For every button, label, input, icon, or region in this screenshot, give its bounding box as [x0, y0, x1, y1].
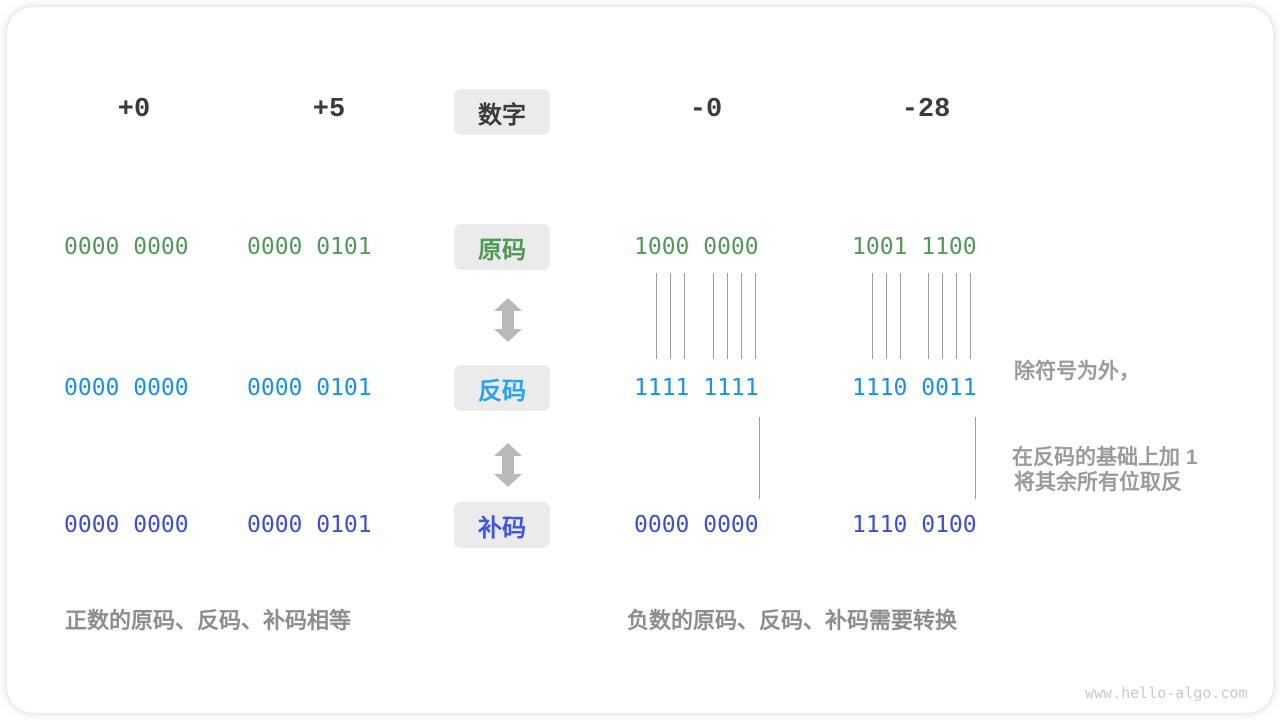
header-number-plus5: +5	[312, 95, 346, 125]
ones-complement-label: 反码	[478, 377, 526, 405]
up-down-arrow-icon	[494, 443, 522, 487]
ones-complement-label-box: 反码	[454, 365, 550, 411]
bit-connector-line	[755, 273, 756, 359]
bit-connector-line	[928, 273, 929, 359]
up-down-arrow-icon	[494, 298, 522, 342]
flip-annotation-line2: 将其余所有位取反	[1014, 471, 1182, 494]
header-number-minus28: -28	[901, 95, 951, 125]
sign-magnitude-value-plus0: 0000 0000	[64, 234, 189, 260]
add-one-connector-line-minus0	[759, 417, 760, 499]
ones-complement-value-minus28: 1110 0011	[852, 375, 977, 401]
header-digit-label-box: 数字	[454, 89, 550, 135]
add-one-annotation: 在反码的基础上加 1	[1012, 446, 1198, 469]
ones-complement-value-plus0: 0000 0000	[64, 375, 189, 401]
bit-connector-line	[741, 273, 742, 359]
twos-complement-value-minus28: 1110 0100	[852, 512, 977, 538]
header-digit-label: 数字	[478, 101, 526, 129]
bit-connector-line	[942, 273, 943, 359]
bit-connector-line	[670, 273, 671, 359]
ones-complement-value-minus0: 1111 1111	[634, 375, 759, 401]
twos-complement-value-plus0: 0000 0000	[64, 512, 189, 538]
negative-numbers-caption: 负数的原码、反码、补码需要转换	[627, 608, 958, 633]
add-one-connector-line-minus28	[975, 417, 976, 499]
flip-annotation-line1: 除符号为外，	[1014, 360, 1140, 383]
bit-connector-line	[956, 273, 957, 359]
twos-complement-value-minus0: 0000 0000	[634, 512, 759, 538]
sign-magnitude-value-minus28: 1001 1100	[852, 234, 977, 260]
bit-connector-line	[900, 273, 901, 359]
flip-annotation: 除符号为外， 将其余所有位取反	[1014, 279, 1182, 575]
bit-connector-line	[713, 273, 714, 359]
twos-complement-label: 补码	[478, 514, 526, 542]
positive-numbers-caption: 正数的原码、反码、补码相等	[65, 608, 352, 633]
bit-connector-line	[656, 273, 657, 359]
bit-connector-line	[872, 273, 873, 359]
bit-connector-line	[684, 273, 685, 359]
sign-magnitude-label-box: 原码	[454, 224, 550, 270]
bit-connector-line	[886, 273, 887, 359]
site-watermark: www.hello-algo.com	[1085, 684, 1248, 702]
sign-magnitude-value-minus0: 1000 0000	[634, 234, 759, 260]
bit-connector-line	[727, 273, 728, 359]
header-number-plus0: +0	[117, 95, 151, 125]
sign-magnitude-label: 原码	[478, 236, 526, 264]
twos-complement-label-box: 补码	[454, 502, 550, 548]
twos-complement-value-plus5: 0000 0101	[247, 512, 372, 538]
bit-connector-line	[970, 273, 971, 359]
sign-magnitude-value-plus5: 0000 0101	[247, 234, 372, 260]
header-number-minus0: -0	[689, 95, 723, 125]
figure-card: +0 +5 数字 -0 -28 0000 0000 0000 0101 原码 1…	[7, 7, 1273, 713]
ones-complement-value-plus5: 0000 0101	[247, 375, 372, 401]
